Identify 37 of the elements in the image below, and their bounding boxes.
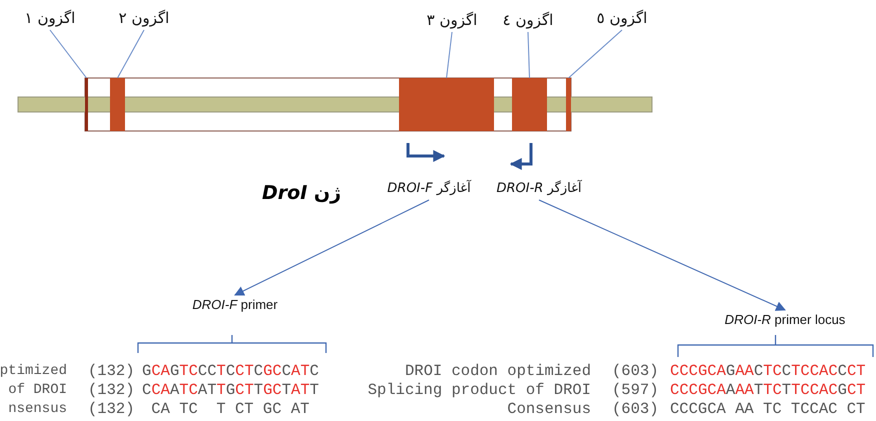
sequence: CCCGCAAAATTCTTCCACGCT <box>670 381 866 399</box>
primer-locus-label: DROI-F primer <box>192 296 278 314</box>
leader-line <box>50 30 87 78</box>
sequence: CCCGCAGAACTCCTCCACCCT <box>670 362 866 380</box>
sequence-name: Splicing product of DROI <box>368 381 591 399</box>
exon-label: اگزون ٤ <box>502 10 554 31</box>
sequence: CCAATCATTGCTTGCTATT <box>142 381 319 399</box>
sequence-name: DROI codon optimized <box>404 362 591 380</box>
leader-line <box>117 30 144 78</box>
position-number: (603) <box>612 362 659 380</box>
position-number: (597) <box>612 381 659 399</box>
arrow <box>538 200 786 311</box>
exon-label: اگزون ٥ <box>596 8 648 29</box>
sequence-name: of DROI <box>8 381 67 399</box>
position-number: (132) <box>88 400 135 418</box>
exon-block <box>566 78 571 131</box>
leader-line <box>528 32 530 78</box>
sequence-name: Consensus <box>507 400 591 418</box>
exon-label: اگزون ۲ <box>118 8 170 29</box>
sequence: GCAGTCCCTCCTCGCCATC <box>142 362 319 380</box>
exon-label: اگزون ۱ <box>24 8 76 29</box>
sequence: CCCGCA AA TC TCCAC CT <box>670 400 866 418</box>
position-number: (603) <box>612 400 659 418</box>
position-number: (132) <box>88 381 135 399</box>
exon-block <box>110 78 125 131</box>
primer-locus-label: DROI-R primer locus <box>724 311 846 329</box>
leader-line <box>446 32 452 78</box>
exon-label: اگزون ۳ <box>426 10 478 31</box>
sequence: CA TC T CT GC AT <box>151 400 310 418</box>
position-number: (132) <box>88 362 135 380</box>
exon-block <box>85 78 88 131</box>
sequence-name: nsensus <box>8 400 67 418</box>
leader-line <box>568 30 622 78</box>
arrow <box>234 200 430 296</box>
exon-block <box>399 78 494 131</box>
exon-block <box>512 78 547 131</box>
sequence-name: ptimized <box>0 362 67 380</box>
